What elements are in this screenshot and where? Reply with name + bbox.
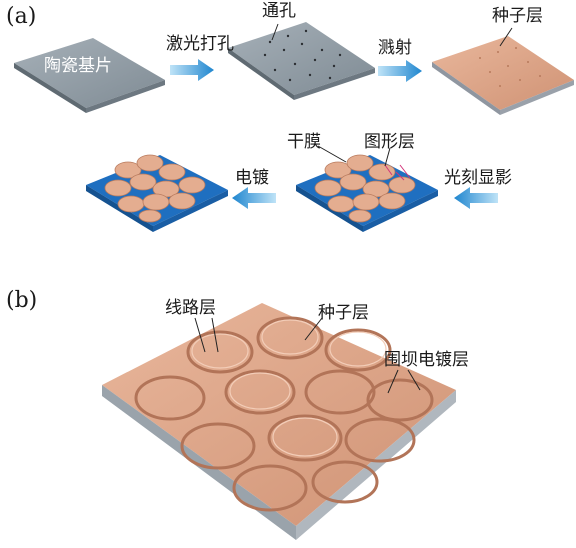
electroplated-plate	[86, 154, 228, 232]
drilled-substrate-plate	[228, 22, 375, 100]
sputtering-label: 溅射	[378, 38, 412, 58]
seed-layer-label-a: 种子层	[492, 6, 543, 26]
leader-lines-a	[271, 23, 513, 167]
dam-plating-layer-label: 围坝电镀层	[384, 350, 469, 370]
panel-a-label: (a)	[6, 4, 37, 29]
ceramic-substrate-plate	[14, 38, 165, 113]
dam-rings	[134, 316, 434, 512]
substrate-label: 陶瓷基片	[44, 56, 112, 76]
seed-layer-label-b: 种子层	[318, 303, 369, 323]
dry-film-label: 干膜	[287, 132, 321, 152]
arrow-laser-drilling	[170, 59, 214, 81]
photolithography-label: 光刻显影	[444, 168, 512, 188]
seed-layer-plate	[432, 36, 574, 115]
via-hole-label: 通孔	[262, 1, 296, 21]
finished-copper-plate	[102, 303, 456, 540]
arrow-sputtering	[378, 60, 422, 82]
pattern-layer-label: 图形层	[364, 132, 415, 152]
via-holes	[263, 29, 342, 82]
circuit-layer-label: 线路层	[165, 298, 216, 318]
arrow-photolithography	[454, 187, 498, 209]
electroplating-label: 电镀	[235, 168, 269, 188]
patterned-plate	[296, 154, 438, 232]
laser-drilling-label: 激光打孔	[166, 34, 234, 54]
leader-lines-b	[194, 317, 421, 394]
arrow-electroplating	[232, 187, 276, 209]
panel-b-label: (b)	[6, 288, 38, 313]
